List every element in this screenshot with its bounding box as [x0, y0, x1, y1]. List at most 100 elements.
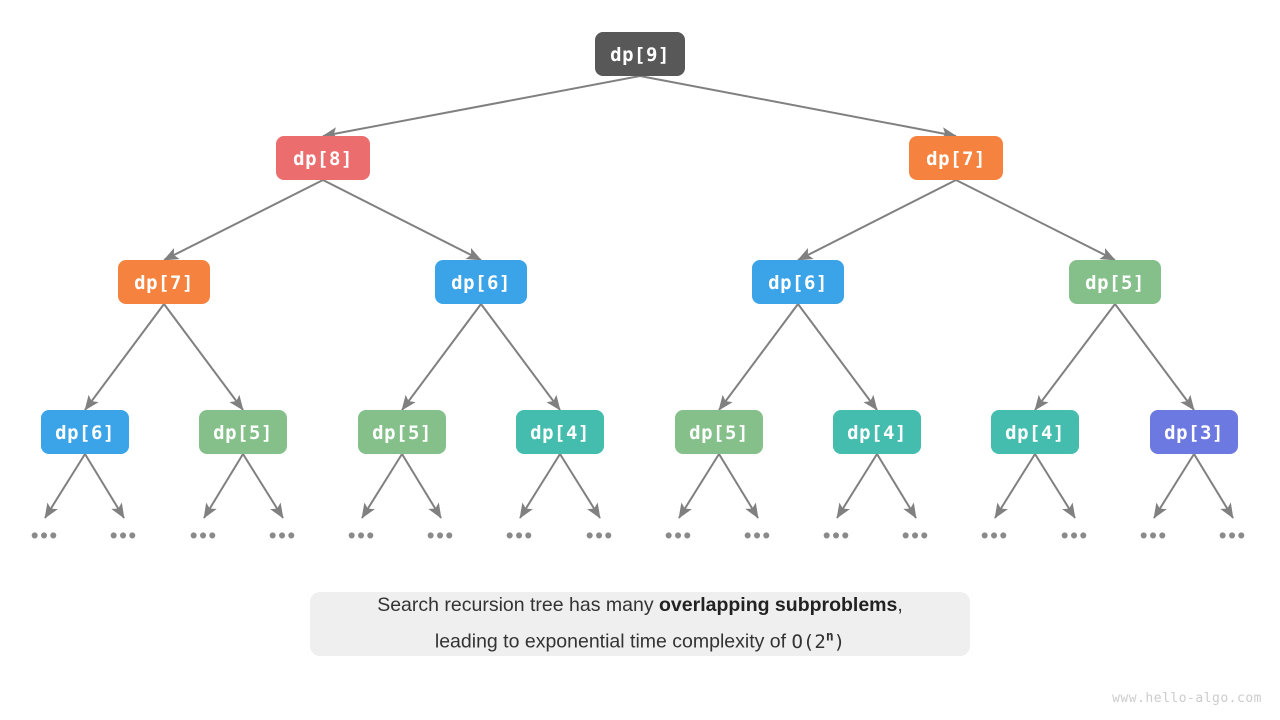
tree-node-box: [435, 260, 527, 304]
tree-edge: [242, 453, 284, 519]
ellipsis-marker: •••: [1140, 525, 1168, 548]
tree-node-label: dp[9]: [610, 44, 670, 66]
tree-edge: [559, 453, 601, 519]
tree-edge: [84, 453, 125, 519]
tree-node-label: dp[5]: [372, 422, 432, 444]
tree-node[interactable]: dp[6]: [752, 260, 844, 304]
tree-edge: [797, 179, 957, 261]
tree-edge: [955, 179, 1116, 261]
tree-edge: [876, 453, 917, 519]
ellipsis-marker: •••: [348, 525, 376, 548]
tree-node[interactable]: dp[5]: [675, 410, 763, 454]
caption-line1-prefix: Search recursion tree has many: [377, 594, 659, 617]
formula-close: ): [833, 630, 846, 653]
tree-ellipsis-row: ••• ••• ••• ••• ••• ••• ••• ••• ••• ••• ••• ••• ••• •…: [31, 525, 1247, 548]
tree-node-label: dp[7]: [134, 272, 194, 294]
tree-node[interactable]: dp[7]: [909, 136, 1003, 180]
tree-edge: [480, 303, 561, 411]
tree-node-label: dp[3]: [1164, 422, 1224, 444]
ellipsis-marker: •••: [110, 525, 138, 548]
ellipsis-marker: •••: [981, 525, 1009, 548]
ellipsis-marker: •••: [902, 525, 930, 548]
caption-line1-suffix: ,: [897, 594, 903, 617]
tree-node-label: dp[5]: [689, 422, 749, 444]
tree-edge: [994, 453, 1036, 519]
tree-nodes: dp[9] dp[8] dp[7] dp[7] dp[6] dp[6] dp[5] dp[6]…: [41, 32, 1238, 454]
formula-exponent: n: [825, 629, 834, 645]
tree-node[interactable]: dp[3]: [1150, 410, 1238, 454]
tree-node[interactable]: dp[7]: [118, 260, 210, 304]
formula-base: O(2: [791, 630, 826, 653]
tree-node[interactable]: dp[4]: [991, 410, 1079, 454]
caption-line-1: Search recursion tree has many overlappi…: [377, 590, 903, 621]
tree-node[interactable]: dp[4]: [516, 410, 604, 454]
tree-node-label: dp[6]: [55, 422, 115, 444]
tree-node[interactable]: dp[6]: [435, 260, 527, 304]
caption-line2-prefix: leading to exponential time complexity o…: [434, 630, 792, 653]
ellipsis-marker: •••: [1219, 525, 1247, 548]
tree-node-box: [358, 410, 446, 454]
complexity-formula: O(2n): [791, 629, 846, 653]
tree-node-box: [276, 136, 370, 180]
tree-edge: [1034, 453, 1076, 519]
ellipsis-marker: •••: [665, 525, 693, 548]
tree-node-box: [833, 410, 921, 454]
tree-node-box: [118, 260, 210, 304]
ellipsis-marker: •••: [744, 525, 772, 548]
tree-node-label: dp[6]: [768, 272, 828, 294]
tree-edges: [44, 75, 1234, 519]
tree-node-box: [516, 410, 604, 454]
tree-node[interactable]: dp[6]: [41, 410, 129, 454]
tree-node[interactable]: dp[5]: [199, 410, 287, 454]
tree-node-box: [1150, 410, 1238, 454]
tree-node-label: dp[6]: [451, 272, 511, 294]
tree-edge: [322, 179, 482, 261]
ellipsis-marker: •••: [269, 525, 297, 548]
watermark: www.hello-algo.com: [1112, 691, 1262, 706]
ellipsis-marker: •••: [823, 525, 851, 548]
tree-edge: [361, 453, 403, 519]
ellipsis-marker: •••: [1061, 525, 1089, 548]
tree-node-label: dp[8]: [293, 148, 353, 170]
tree-node[interactable]: dp[4]: [833, 410, 921, 454]
tree-edge: [163, 303, 244, 411]
tree-node-box: [752, 260, 844, 304]
tree-edge: [1114, 303, 1195, 411]
ellipsis-marker: •••: [506, 525, 534, 548]
ellipsis-marker: •••: [31, 525, 59, 548]
tree-node-box: [595, 32, 685, 76]
tree-node-box: [1069, 260, 1161, 304]
tree-edge: [401, 303, 482, 411]
tree-edge: [1193, 453, 1234, 519]
caption-box: Search recursion tree has many overlappi…: [310, 592, 970, 656]
tree-edge: [1153, 453, 1195, 519]
tree-node[interactable]: dp[8]: [276, 136, 370, 180]
tree-edge: [718, 453, 759, 519]
tree-edge: [836, 453, 878, 519]
tree-edge: [519, 453, 561, 519]
tree-node-box: [991, 410, 1079, 454]
tree-edge: [44, 453, 86, 519]
ellipsis-marker: •••: [586, 525, 614, 548]
tree-edge: [322, 75, 641, 140]
tree-node-box: [41, 410, 129, 454]
tree-edge: [639, 75, 957, 140]
tree-edge: [718, 303, 799, 411]
tree-node[interactable]: dp[9]: [595, 32, 685, 76]
ellipsis-marker: •••: [427, 525, 455, 548]
tree-node-label: dp[4]: [1005, 422, 1065, 444]
tree-edge: [203, 453, 244, 519]
tree-edge: [163, 179, 324, 261]
tree-edge: [84, 303, 165, 411]
caption-line1-strong: overlapping subproblems: [659, 594, 898, 617]
tree-node-label: dp[5]: [213, 422, 273, 444]
tree-edge: [401, 453, 442, 519]
tree-node-label: dp[4]: [530, 422, 590, 444]
tree-node-box: [909, 136, 1003, 180]
tree-node-label: dp[7]: [926, 148, 986, 170]
tree-node-label: dp[5]: [1085, 272, 1145, 294]
tree-node[interactable]: dp[5]: [1069, 260, 1161, 304]
tree-edge: [1034, 303, 1116, 411]
tree-edge: [797, 303, 878, 411]
tree-node[interactable]: dp[5]: [358, 410, 446, 454]
